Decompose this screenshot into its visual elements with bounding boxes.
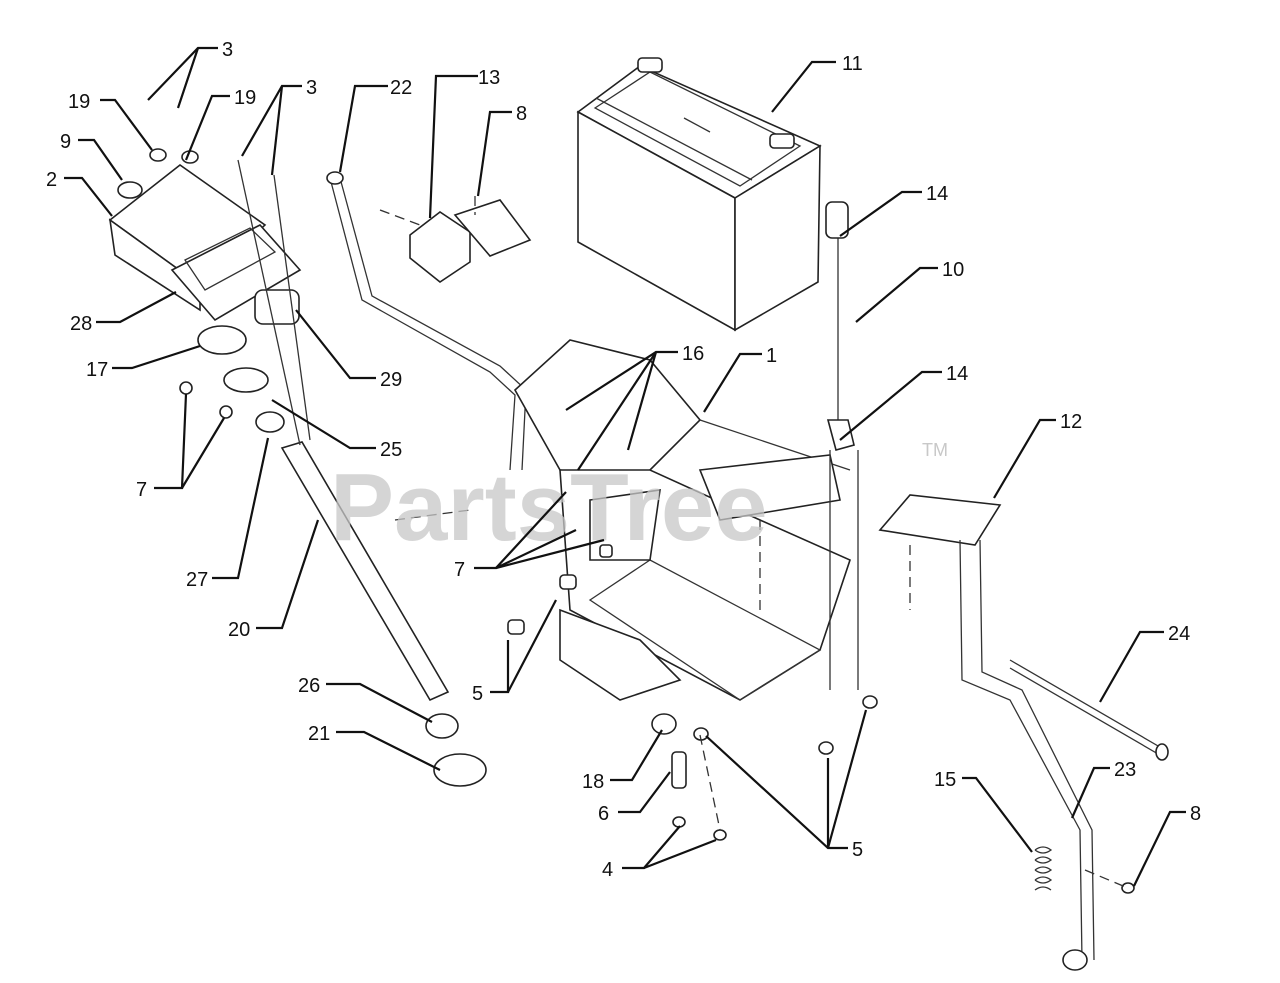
callout-14: 14 <box>946 363 968 385</box>
callout-8: 8 <box>516 103 527 125</box>
callout-14: 14 <box>926 183 948 205</box>
callout-labels: 3 3 19 19 9 2 22 13 8 11 14 10 14 16 1 1… <box>46 39 1201 881</box>
callout-17: 17 <box>86 359 108 381</box>
callout-3: 3 <box>306 77 317 99</box>
bushing-parts <box>179 325 285 433</box>
callout-20: 20 <box>228 619 250 641</box>
hardware-parts <box>651 695 1135 894</box>
callout-9: 9 <box>60 131 71 153</box>
pedal-pad-part <box>409 199 532 283</box>
callout-16: 16 <box>682 343 704 365</box>
brake-rod-part <box>825 201 859 690</box>
callout-3: 3 <box>222 39 233 61</box>
frame-part <box>507 339 851 701</box>
callout-10: 10 <box>942 259 964 281</box>
callout-21: 21 <box>308 723 330 745</box>
brake-pedal-part <box>878 494 1169 971</box>
callout-18: 18 <box>582 771 604 793</box>
spring-part <box>1034 846 1053 891</box>
callout-7: 7 <box>454 559 465 581</box>
battery-part <box>576 57 822 332</box>
trademark-text: TM <box>922 440 948 460</box>
callout-13: 13 <box>478 67 500 89</box>
callout-6: 6 <box>598 803 609 825</box>
callout-7: 7 <box>136 479 147 501</box>
callout-1: 1 <box>766 345 777 367</box>
callout-15: 15 <box>934 769 956 791</box>
callout-23: 23 <box>1114 759 1136 781</box>
callout-27: 27 <box>186 569 208 591</box>
callout-12: 12 <box>1060 411 1082 433</box>
callout-4: 4 <box>602 859 613 881</box>
callout-26: 26 <box>298 675 320 697</box>
callout-5: 5 <box>852 839 863 861</box>
callout-5: 5 <box>472 683 483 705</box>
steering-shaft-part <box>237 159 487 787</box>
callout-19: 19 <box>234 87 256 109</box>
assembly-lines <box>379 196 1129 889</box>
callout-2: 2 <box>46 169 57 191</box>
callout-24: 24 <box>1168 623 1190 645</box>
watermark-text: PartsTree <box>330 454 768 561</box>
callout-25: 25 <box>380 439 402 461</box>
linkage-rod-part <box>326 171 527 471</box>
callout-19: 19 <box>68 91 90 113</box>
callout-11: 11 <box>842 53 863 75</box>
callout-22: 22 <box>390 77 412 99</box>
callout-29: 29 <box>380 369 402 391</box>
callout-leaders <box>64 46 1186 887</box>
callout-8: 8 <box>1190 803 1201 825</box>
callout-28: 28 <box>70 313 92 335</box>
dash-panel-part <box>108 148 302 325</box>
